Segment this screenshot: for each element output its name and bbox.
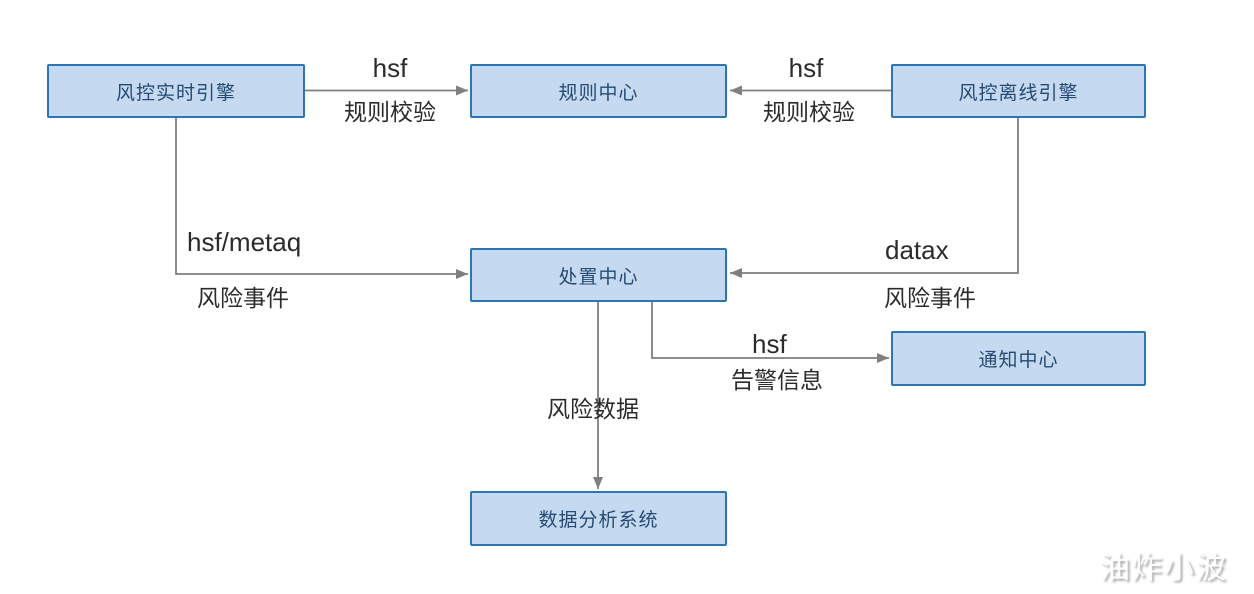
node-disposal-center: 处置中心 [470, 248, 727, 302]
edge-disposal-analysis-label: 风险数据 [547, 396, 639, 422]
node-realtime-engine-label: 风控实时引擎 [115, 82, 236, 104]
node-notification-center-label: 通知中心 [978, 350, 1059, 371]
edge-disposal-notify-protocol: hsf [752, 329, 787, 359]
node-notification-center: 通知中心 [891, 331, 1146, 386]
edge-realtime-disposal-label: 风险事件 [197, 285, 289, 311]
node-offline-engine: 风控离线引擎 [891, 64, 1146, 118]
node-offline-engine-label: 风控离线引擎 [958, 82, 1079, 104]
edge-disposal-notify-label: 告警信息 [731, 367, 823, 393]
node-realtime-engine: 风控实时引擎 [47, 64, 305, 118]
edge-offline-rule-protocol: hsf [788, 53, 824, 83]
edge-realtime-rule-protocol: hsf [372, 53, 408, 83]
edge-offline-disposal-protocol: datax [885, 235, 949, 265]
node-rule-center: 规则中心 [470, 64, 727, 118]
edge-realtime-disposal-protocol: hsf/metaq [187, 227, 302, 257]
node-rule-center-label: 规则中心 [558, 82, 639, 104]
connector-offline-to-disposal [730, 118, 1019, 278]
node-data-analysis-system-label: 数据分析系统 [538, 510, 659, 531]
watermark: 油炸小波 [1100, 552, 1228, 585]
node-disposal-center-label: 处置中心 [558, 266, 639, 288]
edge-offline-disposal-label: 风险事件 [884, 285, 976, 311]
node-data-analysis-system: 数据分析系统 [470, 491, 727, 546]
edge-realtime-rule-label: 规则校验 [344, 99, 436, 125]
edge-offline-rule-label: 规则校验 [763, 99, 855, 125]
